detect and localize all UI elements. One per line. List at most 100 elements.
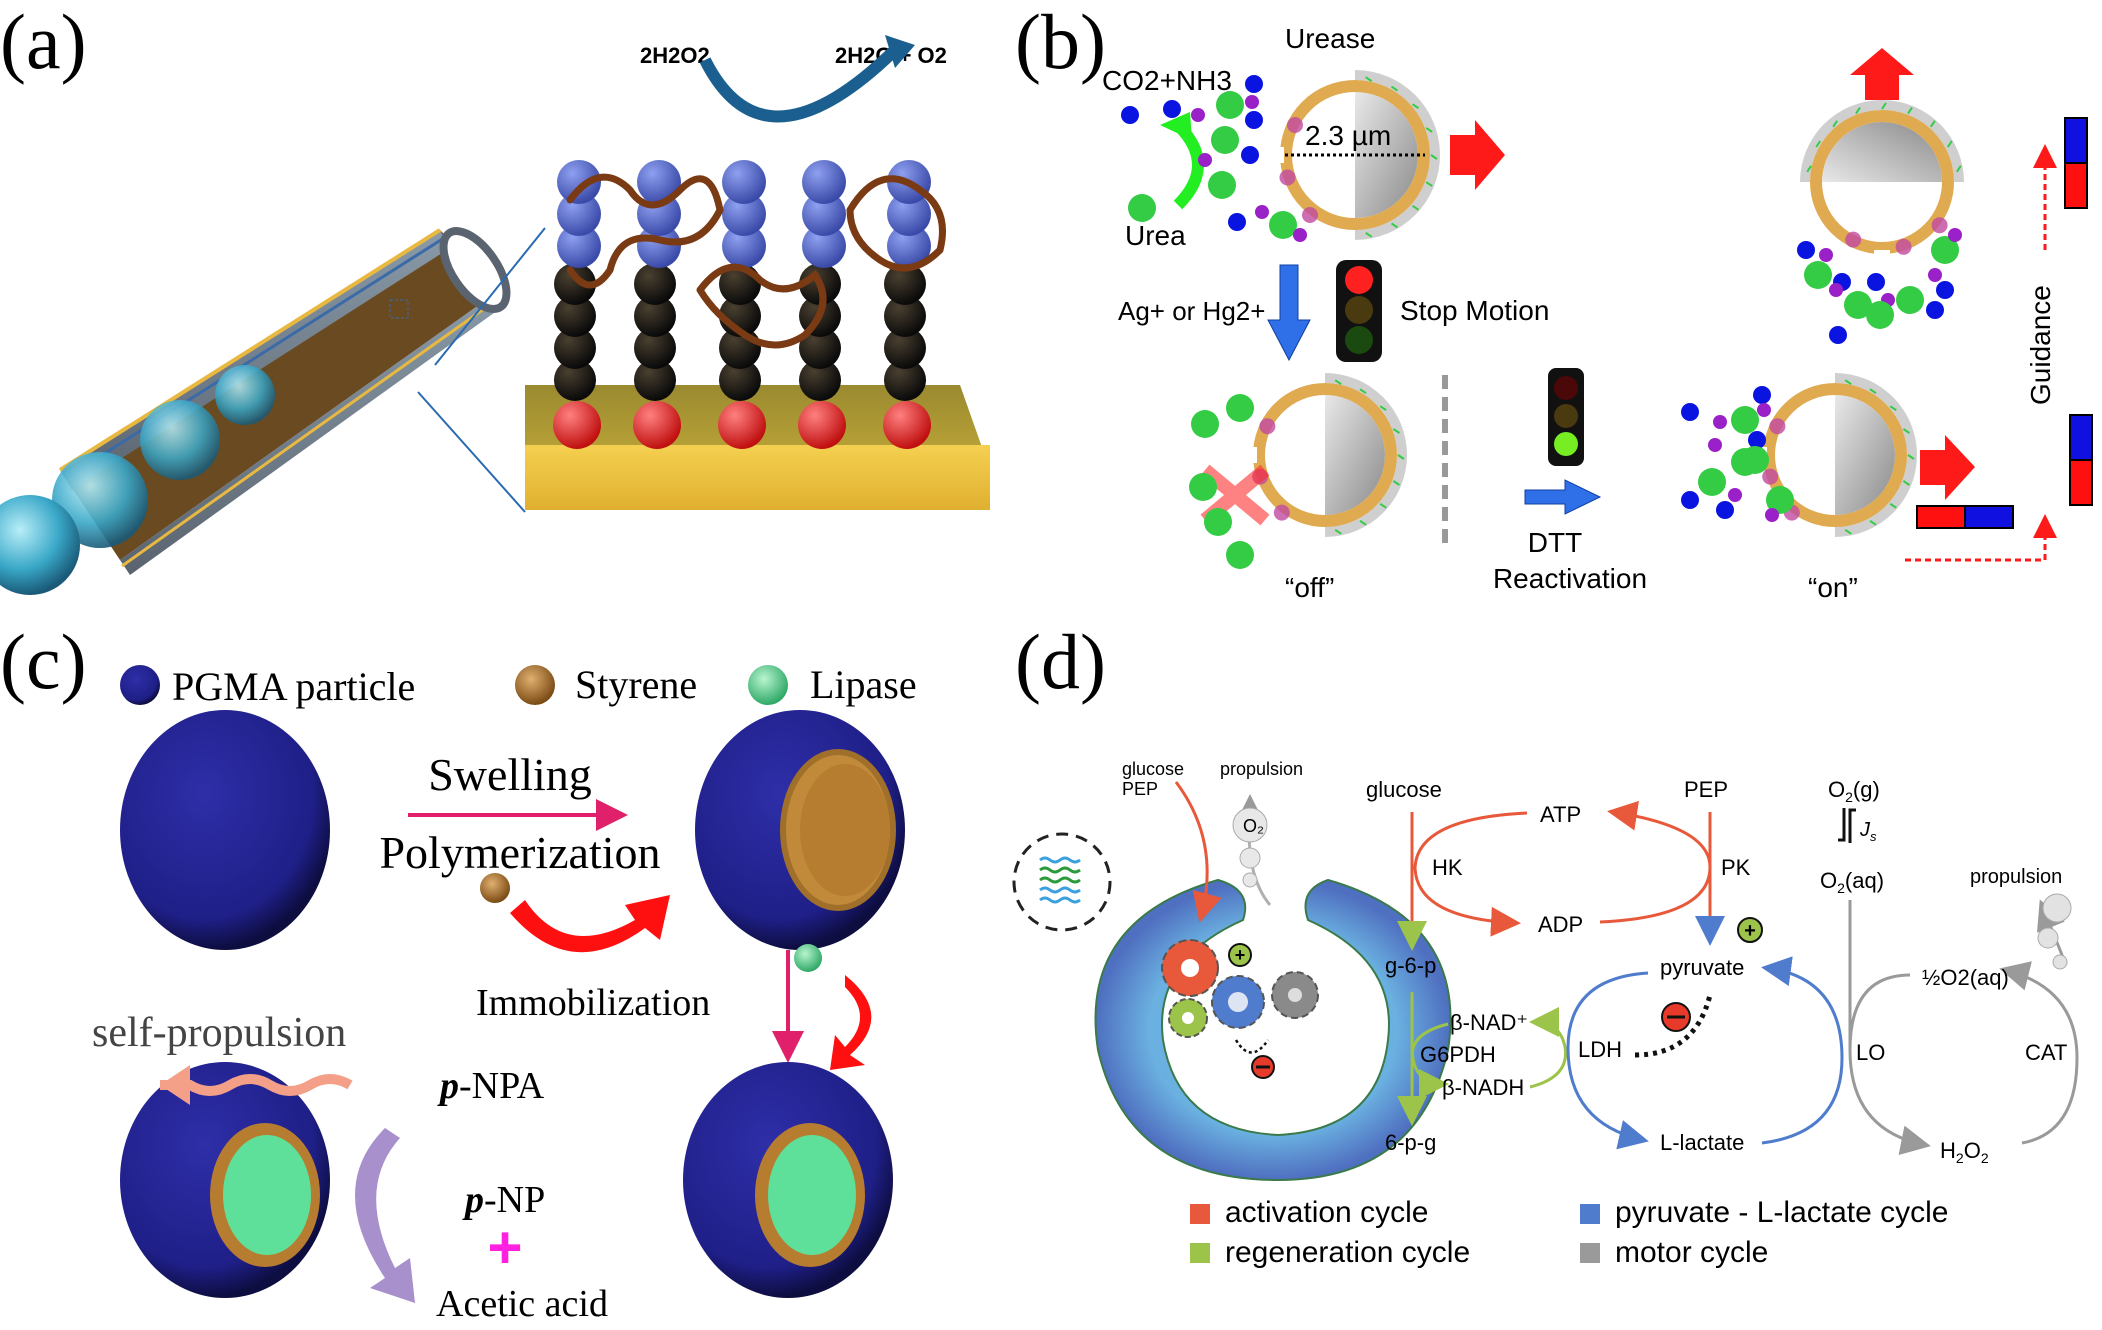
surface-ligand xyxy=(1390,222,1399,229)
surface-ligand xyxy=(1379,503,1387,509)
substrate-label: p-NPA xyxy=(437,1065,545,1107)
gold-substrate xyxy=(525,385,990,510)
urease-enzyme xyxy=(1259,418,1276,435)
curved-arrow xyxy=(830,975,872,1070)
product-particle xyxy=(1819,248,1833,262)
surface-ligand xyxy=(1869,388,1877,395)
o2g-label: O2(g) xyxy=(1828,777,1880,805)
black-bead xyxy=(634,263,676,305)
silica-cap xyxy=(1835,373,1917,537)
inset-input-glucose: glucose xyxy=(1122,759,1184,779)
shell-ring xyxy=(1253,383,1397,527)
inhibitor-label: Ag+ or Hg2+ xyxy=(1118,296,1265,326)
reaction-reactant: 2H2O2 xyxy=(640,43,710,68)
product-particle xyxy=(1698,468,1726,496)
regeneration-arc-right xyxy=(1529,1007,1568,1089)
surface-ligand xyxy=(1392,480,1400,486)
pk-label: PK xyxy=(1721,855,1751,880)
svg-text:+: + xyxy=(1235,945,1246,965)
legend-label-lipase: Lipase xyxy=(810,662,917,707)
surface-ligand xyxy=(1815,140,1822,148)
product-particle xyxy=(1896,286,1924,314)
catalysis-arrow xyxy=(355,1128,415,1303)
urease-enzyme xyxy=(1287,117,1303,133)
surface-ligand xyxy=(1907,107,1913,115)
motor-arc-right xyxy=(1999,961,2079,1145)
black-bead xyxy=(884,359,926,401)
lactate-label: L-lactate xyxy=(1660,1130,1744,1155)
surface-ligand xyxy=(1359,519,1367,526)
shell-ring xyxy=(1810,110,1954,254)
products-label: CO2+NH3 xyxy=(1102,65,1232,96)
legend-label-activation: activation cycle xyxy=(1225,1196,1428,1229)
surface-ligand xyxy=(1392,428,1400,434)
legend-label-styrene: Styrene xyxy=(575,662,697,707)
plus-icon: + xyxy=(1737,917,1763,943)
surface-ligand xyxy=(1397,454,1405,460)
surface-ligand xyxy=(1411,204,1420,211)
opening xyxy=(1874,250,1890,264)
minus-icon xyxy=(1251,1055,1275,1079)
gear-icon-activation xyxy=(1161,939,1219,997)
urease-enzyme xyxy=(1302,207,1318,223)
product-particle xyxy=(1204,508,1232,536)
blue-bead xyxy=(557,224,601,268)
product-particle xyxy=(1708,438,1722,452)
guidance-arrow xyxy=(1905,514,2057,562)
panel-label-b: (b) xyxy=(1015,0,1106,85)
surface-ligand xyxy=(1881,102,1887,110)
surface-ligand xyxy=(1889,405,1897,411)
urease-enzyme xyxy=(1845,231,1862,248)
curved-arrow xyxy=(510,895,670,953)
black-bead xyxy=(884,327,926,369)
surface-ligand xyxy=(1365,231,1373,238)
black-bead xyxy=(884,295,926,337)
product-particle xyxy=(1797,241,1815,259)
surface-ligand xyxy=(1425,181,1433,187)
product-particle xyxy=(1753,386,1771,404)
product-name: -NP xyxy=(484,1179,545,1221)
urease-label: Urease xyxy=(1285,23,1375,54)
product-particle xyxy=(1804,261,1832,289)
red-bead xyxy=(883,401,931,449)
activation-arc-right xyxy=(1599,800,1712,924)
catalase-enzymes xyxy=(566,173,946,349)
product-particle xyxy=(1713,415,1727,429)
product-particle xyxy=(1211,126,1239,154)
black-bead xyxy=(884,263,926,305)
bubble xyxy=(140,400,220,480)
urease-enzyme xyxy=(1279,169,1296,186)
legend-label-regeneration: regeneration cycle xyxy=(1225,1236,1470,1269)
panel-label-d: (d) xyxy=(1015,618,1106,705)
opening xyxy=(1270,147,1284,163)
product-particle xyxy=(1216,91,1244,119)
stop-motion-label: Stop Motion xyxy=(1400,295,1549,326)
urease-enzyme xyxy=(1762,468,1779,485)
black-bead xyxy=(634,327,676,369)
surface-ligand xyxy=(1806,165,1812,173)
o2-bubble xyxy=(2042,893,2072,923)
immobilized-lipase xyxy=(768,1135,856,1255)
janus-motor-guided xyxy=(1800,100,1964,264)
urease-enzyme xyxy=(1931,217,1948,234)
minus-icon xyxy=(1661,1002,1691,1032)
product-particle xyxy=(1766,486,1794,514)
product-particle xyxy=(1757,403,1771,417)
product-particle xyxy=(1931,236,1959,264)
product-particle xyxy=(1189,473,1217,501)
equilibrium-arrow xyxy=(1838,808,1846,842)
product-particle xyxy=(1293,228,1307,242)
plus-icon: + xyxy=(1228,943,1252,967)
opening xyxy=(1243,447,1257,463)
surface-ligand xyxy=(1930,120,1936,128)
product-particle xyxy=(1829,326,1847,344)
product-particle xyxy=(1228,213,1246,231)
membrane-zoom-inset xyxy=(1012,832,1112,932)
product-particle xyxy=(1844,291,1872,319)
surface-ligand xyxy=(1907,454,1915,460)
reaction-arrowhead xyxy=(1160,112,1192,140)
silica-cap xyxy=(1355,70,1440,240)
propulsion-arrowhead xyxy=(160,1065,190,1105)
nadh-label: β-NADH xyxy=(1442,1075,1524,1100)
surface-ligand xyxy=(1425,127,1433,133)
